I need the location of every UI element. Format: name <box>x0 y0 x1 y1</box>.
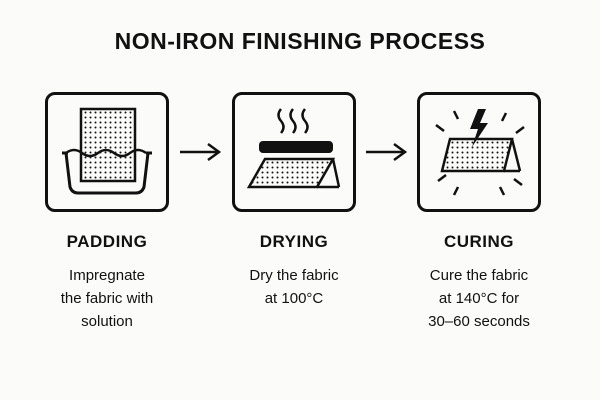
description-line: Impregnate <box>69 267 145 284</box>
description-line: at 140°C for <box>438 290 520 307</box>
step-description-curing: Cure the fabric at 140°C for 30–60 secon… <box>384 264 574 333</box>
padding-bath-icon <box>62 107 152 195</box>
description-line: solution <box>81 313 133 330</box>
description-line: Cure the fabric <box>429 267 529 284</box>
arrow-right-icon <box>366 142 408 162</box>
curing-step-box <box>417 92 541 212</box>
arrow-right-icon <box>180 142 222 162</box>
step-description-drying: Dry the fabric at 100°C <box>199 264 389 310</box>
drying-heater-icon <box>246 108 341 189</box>
description-line: 30–60 seconds <box>428 313 530 330</box>
padding-step-box <box>45 92 169 212</box>
description-line: Dry the fabric <box>249 267 339 284</box>
step-label-curing: CURING <box>443 232 515 251</box>
curing-flash-icon <box>435 109 525 196</box>
step-label-drying: DRYING <box>259 232 329 251</box>
step-description-padding: Impregnate the fabric with solution <box>12 264 202 333</box>
page-title: NON-IRON FINISHING PROCESS <box>114 28 486 54</box>
description-line: the fabric with <box>60 290 154 307</box>
description-line: at 100°C <box>264 290 324 307</box>
drying-step-box <box>232 92 356 212</box>
step-label-padding: PADDING <box>66 232 148 251</box>
